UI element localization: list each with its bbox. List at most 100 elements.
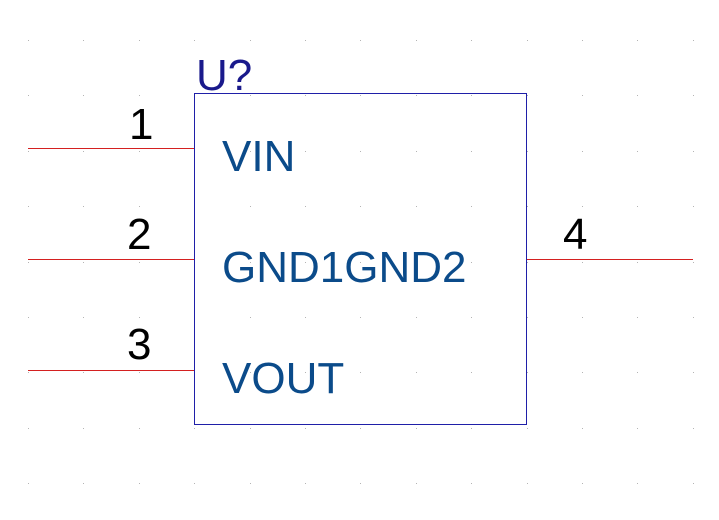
grid-dot — [637, 372, 638, 373]
grid-dot — [416, 95, 417, 96]
grid-dot — [250, 262, 251, 263]
grid-dot — [139, 483, 140, 484]
grid-dot — [28, 151, 29, 152]
grid-dot — [305, 40, 306, 41]
grid-dot — [693, 483, 694, 484]
grid-dot — [83, 206, 84, 207]
grid-dot — [139, 262, 140, 263]
grid-dot — [83, 151, 84, 152]
grid-dot — [416, 40, 417, 41]
grid-dot — [637, 317, 638, 318]
grid-dot — [527, 95, 528, 96]
grid-dot — [250, 40, 251, 41]
grid-dot — [250, 206, 251, 207]
grid-dot — [83, 262, 84, 263]
grid-dot — [360, 151, 361, 152]
grid-dot — [416, 372, 417, 373]
grid-dot — [194, 428, 195, 429]
grid-dot — [360, 262, 361, 263]
grid-dot — [416, 206, 417, 207]
pin-4-number: 4 — [563, 210, 587, 259]
grid-dot — [83, 483, 84, 484]
grid-dot — [527, 317, 528, 318]
pin-2-name: GND1GND2 — [222, 243, 467, 292]
grid-dot — [28, 40, 29, 41]
grid-dot — [139, 40, 140, 41]
grid-dot — [471, 372, 472, 373]
grid-dot — [471, 151, 472, 152]
grid-dot — [28, 206, 29, 207]
grid-dot — [83, 428, 84, 429]
grid-dot — [139, 206, 140, 207]
grid-dot — [360, 317, 361, 318]
grid-dot — [471, 262, 472, 263]
grid-dot — [471, 483, 472, 484]
grid-dot — [250, 317, 251, 318]
grid-dot — [637, 262, 638, 263]
grid-dot — [28, 317, 29, 318]
grid-dot — [28, 428, 29, 429]
grid-dot — [637, 428, 638, 429]
grid-dot — [305, 372, 306, 373]
grid-dot — [250, 151, 251, 152]
grid-dot — [83, 372, 84, 373]
grid-dot — [582, 428, 583, 429]
pin-1-number: 1 — [129, 100, 153, 149]
grid-dot — [360, 206, 361, 207]
grid-dot — [693, 40, 694, 41]
pin-1-name: VIN — [222, 132, 295, 181]
grid-dot — [471, 428, 472, 429]
grid-dot — [250, 428, 251, 429]
grid-dot — [250, 95, 251, 96]
grid-dot — [28, 262, 29, 263]
grid-dot — [527, 262, 528, 263]
grid-dot — [693, 206, 694, 207]
grid-dot — [305, 428, 306, 429]
grid-dot — [28, 95, 29, 96]
grid-dot — [637, 151, 638, 152]
grid-dot — [527, 483, 528, 484]
grid-dot — [139, 95, 140, 96]
component-body[interactable] — [194, 93, 527, 425]
grid-dot — [527, 151, 528, 152]
grid-dot — [693, 95, 694, 96]
grid-dot — [305, 206, 306, 207]
grid-dot — [637, 483, 638, 484]
grid-dot — [305, 262, 306, 263]
grid-dot — [582, 372, 583, 373]
grid-dot — [637, 206, 638, 207]
grid-dot — [471, 317, 472, 318]
component-reference[interactable]: U? — [196, 51, 252, 100]
grid-dot — [305, 151, 306, 152]
grid-dot — [582, 40, 583, 41]
grid-dot — [305, 483, 306, 484]
grid-dot — [471, 40, 472, 41]
grid-dot — [360, 483, 361, 484]
grid-dot — [416, 151, 417, 152]
grid-dot — [360, 95, 361, 96]
grid-dot — [582, 151, 583, 152]
grid-dots — [28, 40, 694, 484]
grid-dot — [305, 95, 306, 96]
grid-dot — [139, 372, 140, 373]
grid-dot — [582, 95, 583, 96]
pin-2-number: 2 — [127, 210, 151, 259]
grid-dot — [416, 317, 417, 318]
grid-dot — [360, 428, 361, 429]
pin-3-number: 3 — [127, 320, 151, 369]
grid-dot — [693, 428, 694, 429]
grid-dot — [305, 317, 306, 318]
grid-dot — [139, 428, 140, 429]
grid-dot — [693, 317, 694, 318]
grid-dot — [693, 372, 694, 373]
grid-dot — [582, 317, 583, 318]
grid-dot — [250, 372, 251, 373]
grid-dot — [582, 483, 583, 484]
component-symbol[interactable]: U? 1 VIN 2 GND1GND2 3 VOUT 4 — [28, 51, 693, 425]
grid-dot — [83, 40, 84, 41]
grid-dot — [83, 95, 84, 96]
grid-dot — [28, 483, 29, 484]
grid-dot — [582, 262, 583, 263]
grid-dot — [471, 95, 472, 96]
grid-dot — [637, 40, 638, 41]
